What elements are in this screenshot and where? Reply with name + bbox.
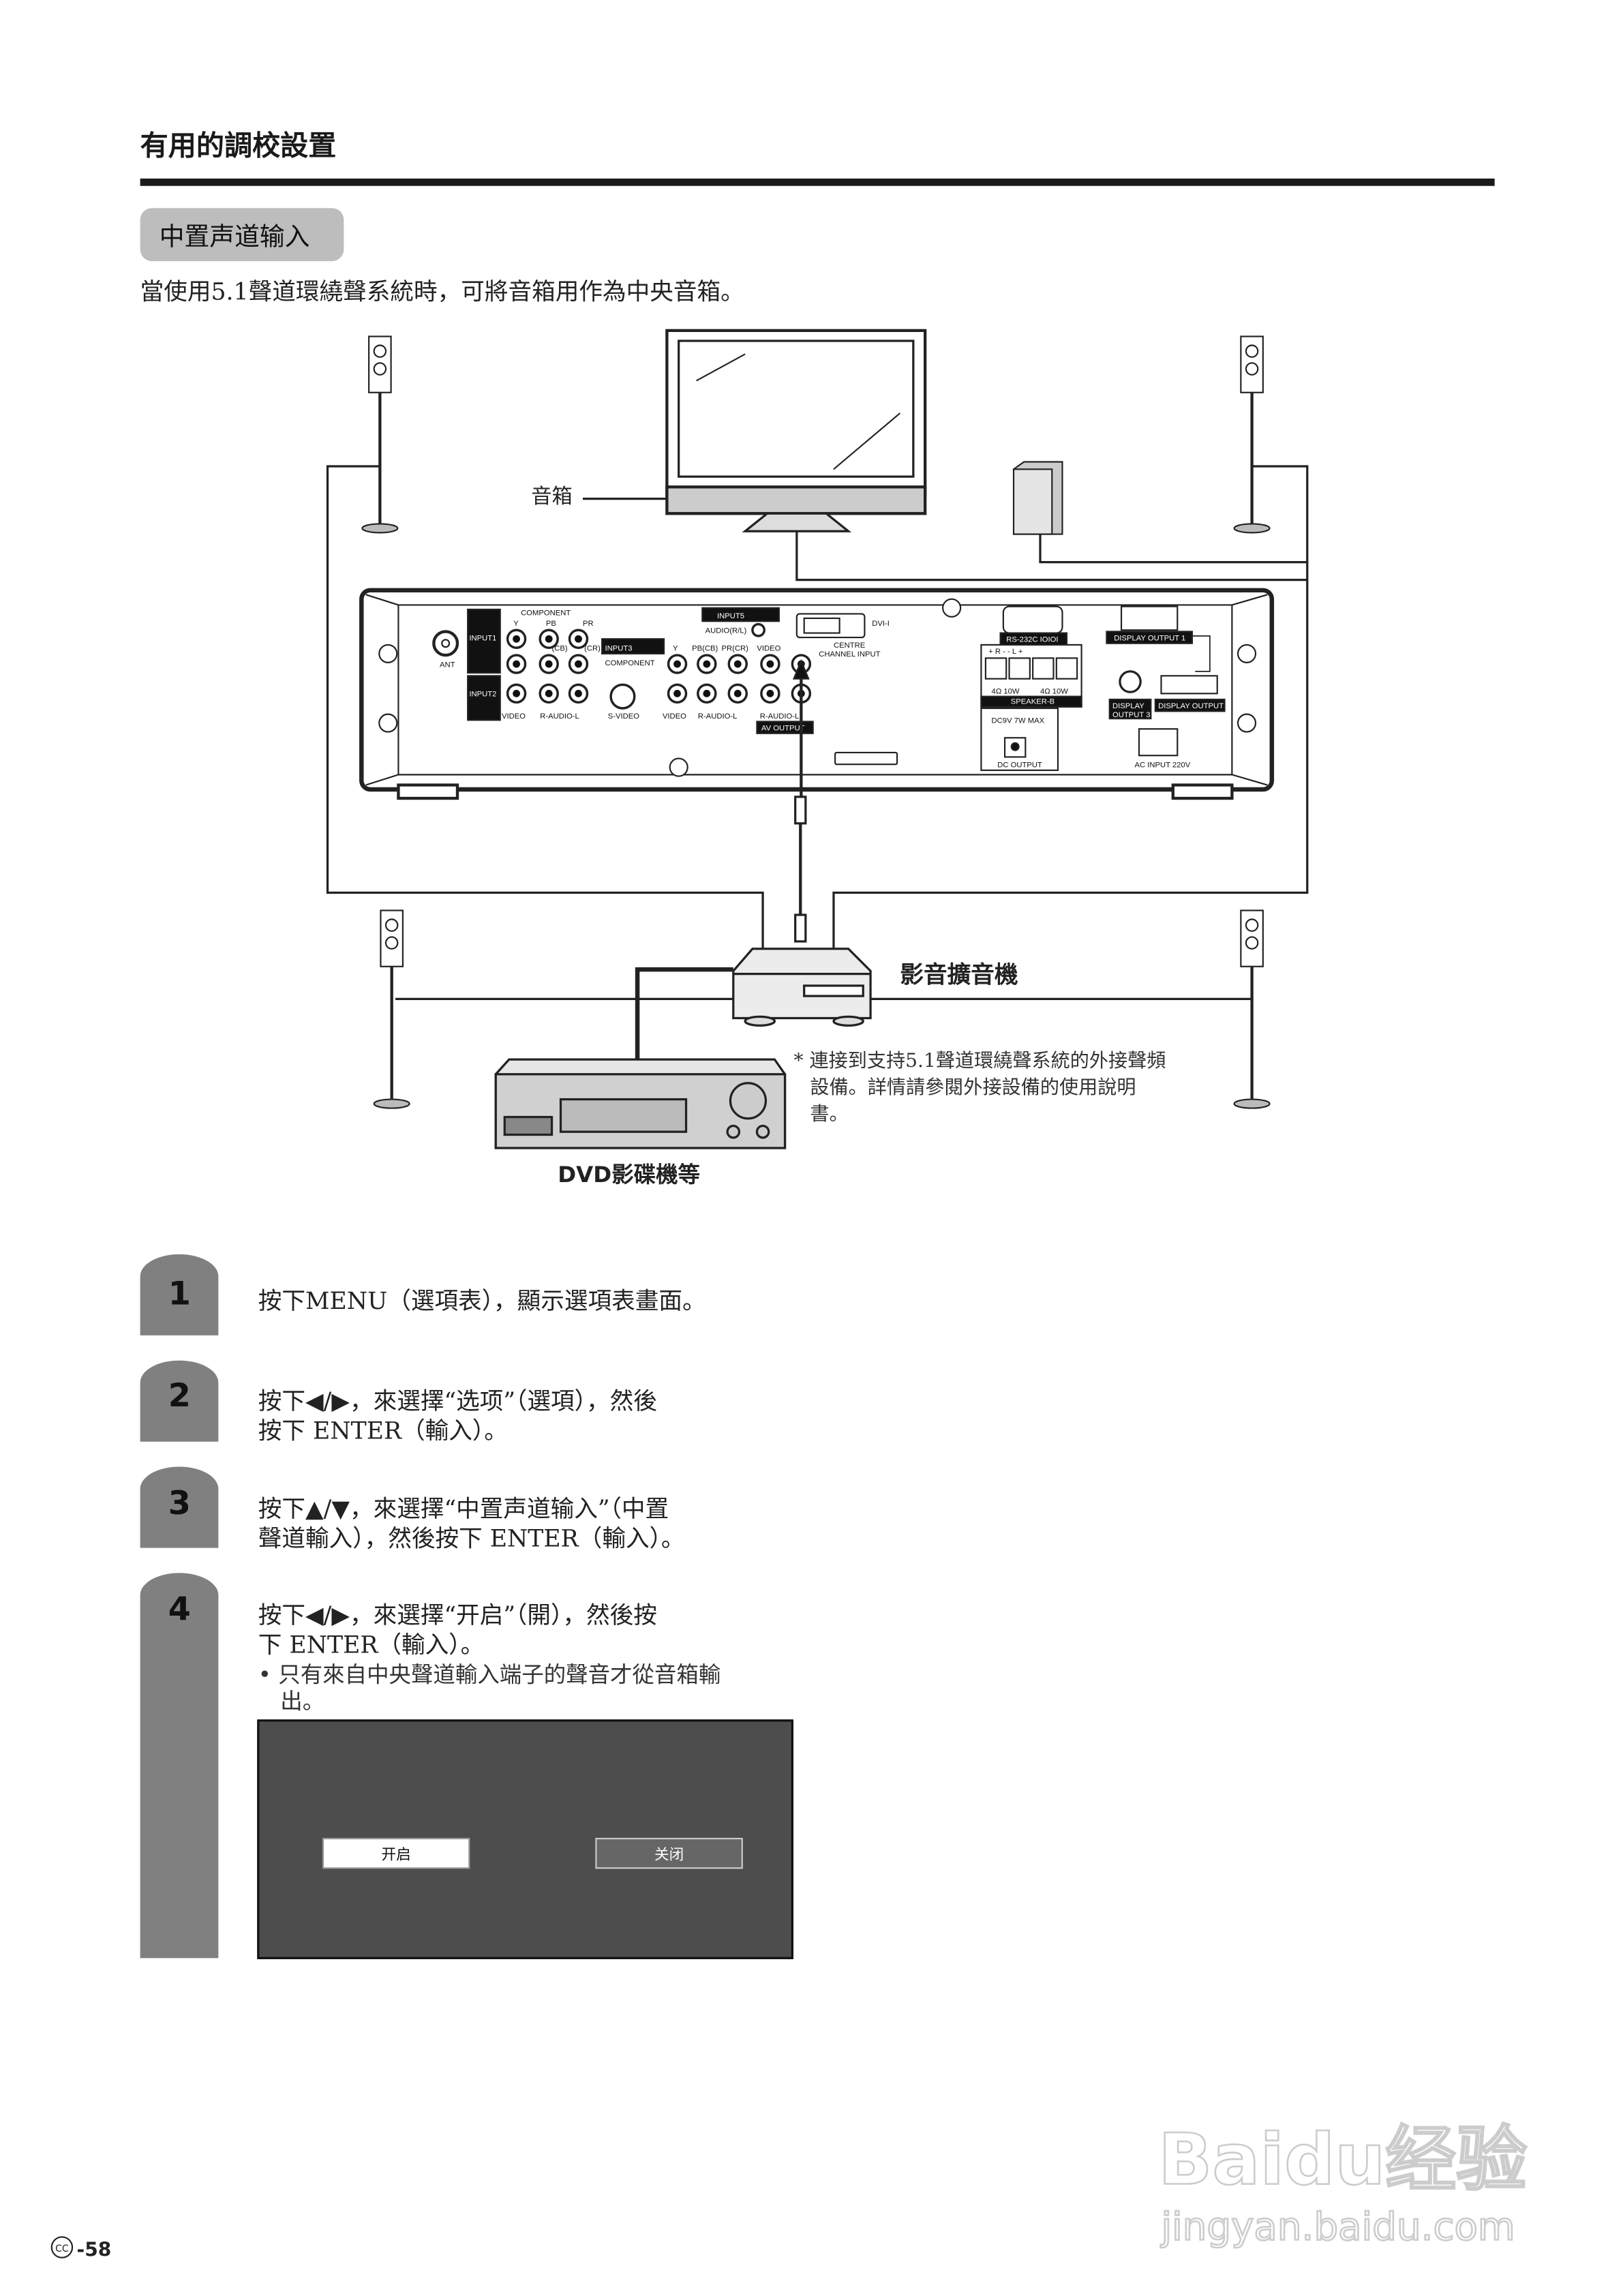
video-out-label: VIDEO bbox=[757, 645, 780, 653]
step-text: 按下MENU（選項表），顯示選項表畫面。 bbox=[258, 1288, 706, 1315]
centre-channel-cable bbox=[792, 659, 810, 943]
rear-left-speaker-icon bbox=[373, 909, 410, 1109]
step-text: 聲道輸入），然後按下 ENTER（輸入）。 bbox=[258, 1525, 685, 1552]
dc-output-label: DC OUTPUT bbox=[997, 761, 1042, 770]
off-button[interactable]: 关闭 bbox=[595, 1837, 743, 1869]
step-text: 按下◀/▶，來選擇“开启”（開），然後按 bbox=[258, 1602, 657, 1629]
display3-label-a: DISPLAY bbox=[1112, 702, 1144, 710]
step-number: 1 bbox=[168, 1275, 191, 1312]
dvd-player-illustration bbox=[494, 1058, 787, 1149]
svideo-label: S-VIDEO bbox=[608, 712, 640, 721]
page-number: -58 bbox=[77, 2239, 112, 2261]
speaker-polarity-label: + R - - L + bbox=[988, 648, 1023, 656]
step-note: 出。 bbox=[280, 1689, 324, 1715]
step-2: 2 按下◀/▶，來選擇“选项”（選項），然後 按下 ENTER（輸入）。 bbox=[140, 1360, 657, 1445]
step-text: 下 ENTER（輸入）。 bbox=[258, 1631, 484, 1659]
receiver-rear-panel: ANT INPUT1 INPUT2 COMPONENT Y PB PR (CB)… bbox=[359, 588, 1275, 800]
step-badge bbox=[140, 1360, 219, 1442]
ac-input-label: AC INPUT 220V bbox=[1135, 761, 1191, 770]
tv-illustration bbox=[665, 329, 927, 532]
baidu-watermark: Baidu经验 jingyan.baidu.com bbox=[1157, 2117, 1528, 2250]
component-label: COMPONENT bbox=[521, 609, 571, 618]
raudio1-label: R-AUDIO-L bbox=[540, 712, 579, 721]
y3-label: Y bbox=[673, 645, 678, 653]
speaker-w1-label: 4Ω 10W bbox=[992, 687, 1020, 695]
video2-label: VIDEO bbox=[663, 712, 686, 721]
step-number: 4 bbox=[168, 1591, 191, 1629]
note-line: * 連接到支持5.1聲道環繞聲系統的外接聲頻 bbox=[794, 1049, 1166, 1072]
rs232c-label: RS-232C IOIOI bbox=[1006, 636, 1058, 644]
component3-label: COMPONENT bbox=[605, 659, 654, 667]
watermark-brand: Baidu经验 bbox=[1158, 2118, 1527, 2201]
watermark-url: jingyan.baidu.com bbox=[1159, 2205, 1515, 2250]
pr-label: PR bbox=[583, 620, 594, 628]
page-title: 有用的調校設置 bbox=[140, 129, 337, 162]
page-footer: CC -58 bbox=[50, 2236, 112, 2261]
speaker-b-label: SPEAKER-B bbox=[1011, 697, 1055, 706]
input2-label: INPUT2 bbox=[469, 691, 496, 699]
header-rule bbox=[140, 178, 1495, 186]
display2-label: DISPLAY OUTPUT 2 bbox=[1158, 702, 1230, 710]
off-button-label: 关闭 bbox=[654, 1846, 684, 1863]
wires bbox=[326, 465, 1309, 1060]
front-left-speaker-icon bbox=[361, 335, 399, 534]
raudio3-label: R-AUDIO-L bbox=[760, 712, 800, 721]
av-output-label: AV OUTPUT bbox=[761, 724, 805, 732]
step-number: 2 bbox=[168, 1377, 191, 1415]
connection-diagram: ANT INPUT1 INPUT2 COMPONENT Y PB PR (CB)… bbox=[326, 329, 1309, 1149]
speaker-label: 音箱 bbox=[531, 485, 573, 509]
screws bbox=[378, 598, 1257, 777]
front-right-speaker-icon bbox=[1233, 335, 1271, 534]
osd-screen: 开启 关闭 bbox=[257, 1719, 793, 1959]
step-4: 4 按下◀/▶，來選擇“开启”（開），然後按 下 ENTER（輸入）。 • 只有… bbox=[140, 1573, 721, 1959]
section-title: 中置声道输入 bbox=[160, 222, 310, 251]
cb-label: (CB) bbox=[552, 645, 568, 653]
step-text: 按下◀/▶，來選擇“选项”（選項），然後 bbox=[258, 1388, 657, 1415]
step-note: • 只有來自中央聲道輸入端子的聲音才從音箱輸 bbox=[258, 1662, 721, 1688]
dvd-label: DVD影碟機等 bbox=[558, 1162, 700, 1188]
display3-label-b: OUTPUT 3 bbox=[1112, 711, 1150, 719]
pbcb-label: PB(CB) bbox=[692, 645, 718, 653]
cr-label: (CR) bbox=[584, 645, 601, 653]
channel-input-label: CHANNEL INPUT bbox=[819, 650, 880, 659]
step-text: 按下▲/▼，來選擇“中置声道输入”（中置 bbox=[258, 1496, 669, 1523]
on-button-label: 开启 bbox=[382, 1846, 411, 1863]
subwoofer-icon bbox=[1012, 461, 1063, 535]
display1-label: DISPLAY OUTPUT 1 bbox=[1114, 634, 1185, 642]
rca-jacks bbox=[506, 622, 812, 710]
on-button[interactable]: 开启 bbox=[322, 1837, 470, 1869]
diagram-note: * 連接到支持5.1聲道環繞聲系統的外接聲頻 設備。詳情請參閱外接設備的使用說明… bbox=[794, 1049, 1166, 1125]
amplifier-label: 影音擴音機 bbox=[900, 962, 1018, 989]
audio-rl-label: AUDIO(R/L) bbox=[706, 627, 747, 635]
step-badge bbox=[140, 1573, 219, 1959]
section-pill bbox=[140, 208, 344, 262]
step-3: 3 按下▲/▼，來選擇“中置声道输入”（中置 聲道輸入），然後按下 ENTER（… bbox=[140, 1466, 685, 1552]
input5-label: INPUT5 bbox=[717, 612, 744, 620]
centre-label: CENTRE bbox=[834, 641, 866, 650]
ant-label: ANT bbox=[440, 661, 455, 669]
section-intro: 當使用5.1聲道環繞聲系統時，可將音箱用作為中央音箱。 bbox=[140, 278, 744, 305]
rear-right-speaker-icon bbox=[1233, 909, 1271, 1109]
step-1: 1 按下MENU（選項表），顯示選項表畫面。 bbox=[140, 1254, 706, 1335]
input1-label: INPUT1 bbox=[469, 634, 496, 642]
step-number: 3 bbox=[168, 1485, 191, 1522]
prcr-label: PR(CR) bbox=[721, 645, 748, 653]
step-badge bbox=[140, 1466, 219, 1548]
dvi-label: DVI-I bbox=[872, 620, 890, 628]
step-badge bbox=[140, 1254, 219, 1335]
raudio2-label: R-AUDIO-L bbox=[698, 712, 738, 721]
region-icon: CC bbox=[55, 2244, 69, 2254]
dc-spec-label: DC9V 7W MAX bbox=[992, 717, 1045, 725]
step-text: 按下 ENTER（輸入）。 bbox=[258, 1417, 508, 1445]
input3-label: INPUT3 bbox=[605, 645, 632, 653]
av-amplifier-illustration bbox=[732, 948, 872, 1027]
note-line: 書。 bbox=[810, 1102, 848, 1125]
pb-label: PB bbox=[546, 620, 556, 628]
note-line: 設備。詳情請參閱外接設備的使用說明 bbox=[810, 1076, 1136, 1098]
video1-label: VIDEO bbox=[502, 712, 526, 721]
speaker-w2-label: 4Ω 10W bbox=[1040, 687, 1068, 695]
y-label: Y bbox=[513, 620, 519, 628]
